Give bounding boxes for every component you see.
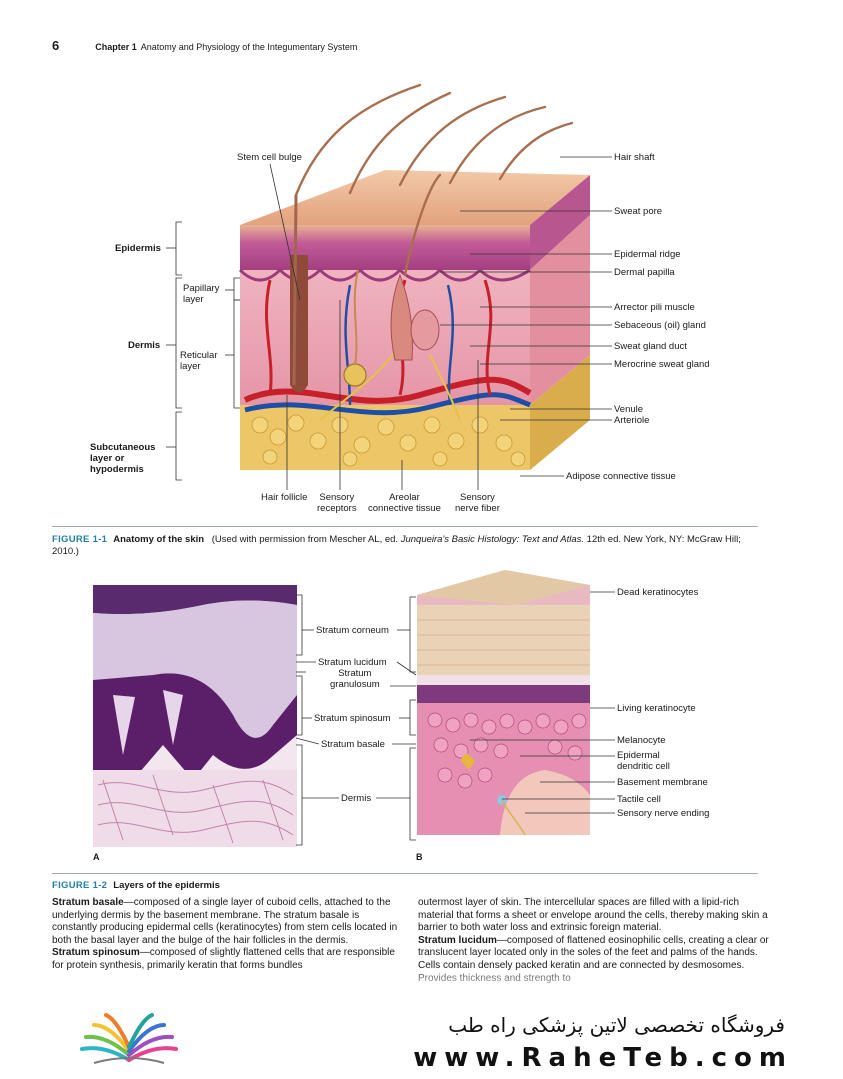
label-adipose-tissue: Adipose connective tissue — [566, 471, 676, 482]
label-sweat-gland-duct: Sweat gland duct — [614, 341, 687, 352]
figure1-caption: FIGURE 1-1 Anatomy of the skin (Used with… — [52, 534, 758, 558]
figure1-title: Anatomy of the skin — [113, 534, 205, 545]
label-hair-follicle: Hair follicle — [261, 492, 308, 503]
page-fade — [0, 970, 843, 998]
label-venule: Venule — [614, 404, 644, 415]
label-living-keratinocyte: Living keratinocyte — [617, 703, 696, 714]
label-tactile-cell: Tactile cell — [617, 794, 661, 805]
body-column-left: Stratum basale—composed of a single laye… — [52, 897, 404, 973]
epidermis-layers-illustration — [417, 570, 590, 836]
label-sweat-pore: Sweat pore — [614, 206, 663, 217]
label-stratum-basale: Stratum basale — [321, 739, 385, 750]
page-header: 6 Chapter 1 Anatomy and Physiology of th… — [52, 38, 357, 53]
label-dermis-2: Dermis — [341, 793, 372, 804]
figure2-caption: FIGURE 1-2 Layers of the epidermis — [52, 880, 758, 892]
store-footer: فروشگاه تخصصی لاتین پزشکی راه طب www.Rah… — [0, 995, 843, 1079]
label-subcutaneous: Subcutaneous layer or hypodermis — [90, 442, 156, 475]
panel-a-label: A — [93, 852, 100, 862]
label-sensory-receptors: Sensory receptors — [317, 492, 357, 514]
label-stem-cell-bulge: Stem cell bulge — [237, 152, 302, 163]
label-basement-membrane: Basement membrane — [617, 777, 708, 788]
page-number: 6 — [52, 38, 60, 53]
histology-micrograph — [93, 585, 297, 847]
label-epidermis: Epidermis — [115, 243, 161, 254]
figure1-number: FIGURE 1-1 — [52, 534, 108, 545]
figure2-divider — [52, 873, 758, 874]
label-sebaceous-gland: Sebaceous (oil) gland — [614, 320, 706, 331]
label-dead-keratinocytes: Dead keratinocytes — [617, 587, 699, 598]
label-sensory-nerve-fiber: Sensory nerve fiber — [455, 492, 500, 514]
paragraph-corneum-continued: outermost layer of skin. The intercellul… — [418, 897, 768, 934]
label-papillary-layer: Papillary layer — [183, 283, 220, 305]
figure1-caption-text-a: (Used with permission from Mescher AL, e… — [211, 534, 399, 545]
panel-b-label: B — [416, 852, 423, 862]
figure2-title: Layers of the epidermis — [113, 880, 220, 891]
label-areolar-tissue: Areolar connective tissue — [368, 492, 441, 514]
label-dermal-papilla: Dermal papilla — [614, 267, 675, 278]
label-stratum-granulosum: Stratum granulosum — [330, 668, 380, 690]
store-url[interactable]: www.RaheTeb.com — [413, 1043, 793, 1073]
figure1-source-title: Junqueira's Basic Histology: Text and At… — [400, 534, 585, 545]
label-sensory-nerve-ending: Sensory nerve ending — [617, 808, 710, 819]
paragraph-stratum-basale: Stratum basale—composed of a single laye… — [52, 897, 398, 946]
label-merocrine-sweat-gland: Merocrine sweat gland — [614, 359, 710, 370]
book-logo-icon — [80, 1013, 178, 1064]
figure1-caption-text-b: 12th ed. New York, NY: McGraw Hill; 2010… — [52, 534, 741, 557]
label-arteriole: Arteriole — [614, 415, 650, 426]
label-stratum-corneum: Stratum corneum — [316, 625, 389, 636]
label-reticular-layer: Reticular layer — [180, 350, 218, 372]
label-stratum-lucidum: Stratum lucidum — [318, 657, 387, 668]
store-name: فروشگاه تخصصی لاتین پزشکی راه طب — [448, 1013, 785, 1037]
chapter-label: Chapter 1 — [95, 42, 137, 52]
figure2-number: FIGURE 1-2 — [52, 880, 108, 891]
label-epidermal-dendritic: Epidermal dendritic cell — [617, 750, 670, 772]
label-stratum-spinosum: Stratum spinosum — [314, 713, 391, 724]
figure1-divider — [52, 526, 758, 527]
label-melanocyte: Melanocyte — [617, 735, 666, 746]
label-dermis: Dermis — [128, 340, 161, 351]
chapter-title: Anatomy and Physiology of the Integument… — [140, 42, 358, 52]
paragraph-stratum-spinosum: Stratum spinosum—composed of slightly fl… — [52, 947, 395, 971]
label-hair-shaft: Hair shaft — [614, 152, 655, 163]
label-arrector-pili: Arrector pili muscle — [614, 302, 695, 313]
label-epidermal-ridge: Epidermal ridge — [614, 249, 681, 260]
